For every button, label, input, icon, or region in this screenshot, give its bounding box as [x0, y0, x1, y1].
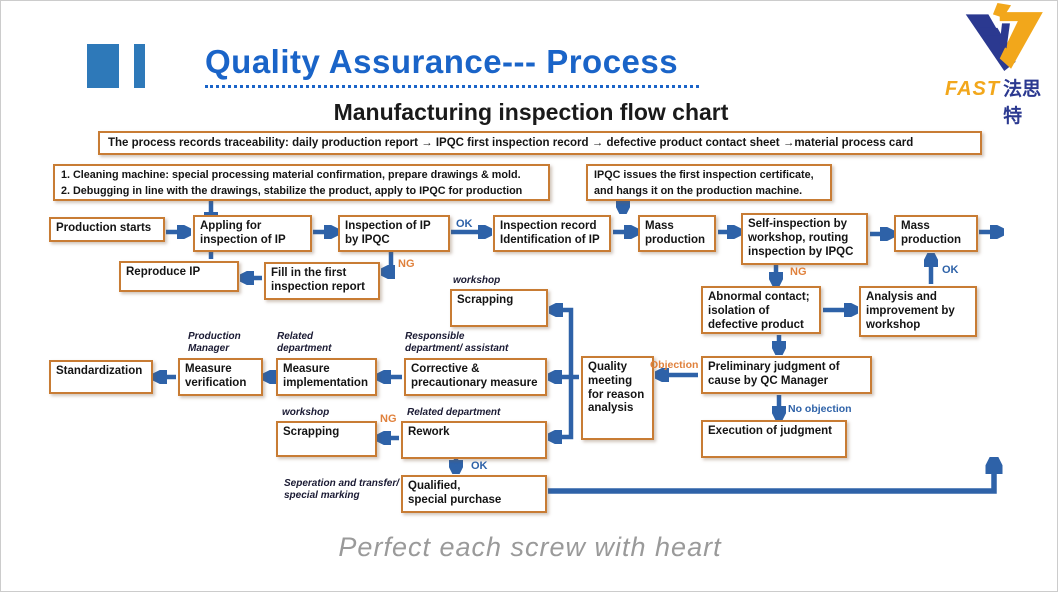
flow-label-ng-2: NG: [790, 266, 807, 278]
note-cleaning-machine: 1. Cleaning machine: special processing …: [53, 164, 550, 201]
flow-label-ng-3: NG: [380, 413, 397, 425]
logo-brand-text: FAST: [945, 78, 1001, 100]
dept-label-workshop-1: workshop: [453, 275, 501, 286]
dept-label-related-department-1: Related department: [277, 331, 332, 354]
box-self-inspection: Self-inspection by workshop, routing ins…: [741, 213, 868, 265]
logo-brand-cn-text: 法思特: [1003, 79, 1042, 127]
box-scrapping-2: Scrapping: [276, 421, 377, 457]
box-qualified-purchase: Qualified, special purchase: [401, 475, 547, 513]
flow-label-ok-3: OK: [471, 460, 488, 472]
title-accent-square: [87, 44, 119, 88]
logo-mark-icon: [965, 3, 1043, 72]
dept-label-separation-marking: Seperation and transfer/ special marking: [284, 478, 400, 501]
traceability-banner: The process records traceability: daily …: [98, 131, 982, 155]
box-mass-production-1: Mass production: [638, 215, 716, 252]
box-mass-production-2: Mass production: [894, 215, 978, 252]
dept-label-responsible-department: Responsible department/ assistant: [405, 331, 509, 354]
box-abnormal-contact: Abnormal contact; isolation of defective…: [701, 286, 821, 334]
box-standardization: Standardization: [49, 360, 153, 394]
flow-label-objection: Objection: [650, 359, 699, 371]
box-measure-verification: Measure verification: [178, 358, 263, 396]
box-inspection-record: Inspection record Identification of IP: [493, 215, 611, 252]
box-fill-first-report: Fill in the first inspection report: [264, 262, 380, 300]
box-reproduce-ip: Reproduce IP: [119, 261, 239, 292]
box-analysis-improvement: Analysis and improvement by workshop: [859, 286, 977, 337]
flow-label-ng-1: NG: [398, 258, 415, 270]
box-corrective-measure: Corrective & precautionary measure: [404, 358, 547, 396]
box-preliminary-judgment: Preliminary judgment of cause by QC Mana…: [701, 356, 872, 394]
note-ipqc-certificate: IPQC issues the first inspection certifi…: [586, 164, 832, 201]
box-appling-inspection: Appling for inspection of IP: [193, 215, 312, 252]
flow-label-no-objection: No objection: [788, 403, 852, 415]
box-quality-meeting: Quality meeting for reason analysis: [581, 356, 654, 440]
box-measure-implementation: Measure implementation: [276, 358, 377, 396]
flow-label-ok-1: OK: [456, 218, 473, 230]
box-production-starts: Production starts: [49, 217, 165, 242]
company-tagline: Perfect each screw with heart: [338, 532, 722, 562]
box-execution-judgment: Execution of judgment: [701, 420, 847, 458]
dept-label-production-manager: Production Manager: [188, 331, 241, 354]
box-rework: Rework: [401, 421, 547, 459]
page-title: Quality Assurance--- Process: [205, 43, 699, 88]
company-logo: FAST 法思特: [945, 3, 1057, 127]
title-accent-bar: [134, 44, 145, 88]
dept-label-related-department-2: Related department: [407, 407, 501, 418]
box-inspection-by-ipqc: Inspection of IP by IPQC: [338, 215, 450, 252]
box-scrapping-1: Scrapping: [450, 289, 548, 327]
flow-label-ok-2: OK: [942, 264, 959, 276]
chart-subtitle: Manufacturing inspection flow chart: [333, 99, 729, 125]
dept-label-workshop-2: workshop: [282, 407, 330, 418]
